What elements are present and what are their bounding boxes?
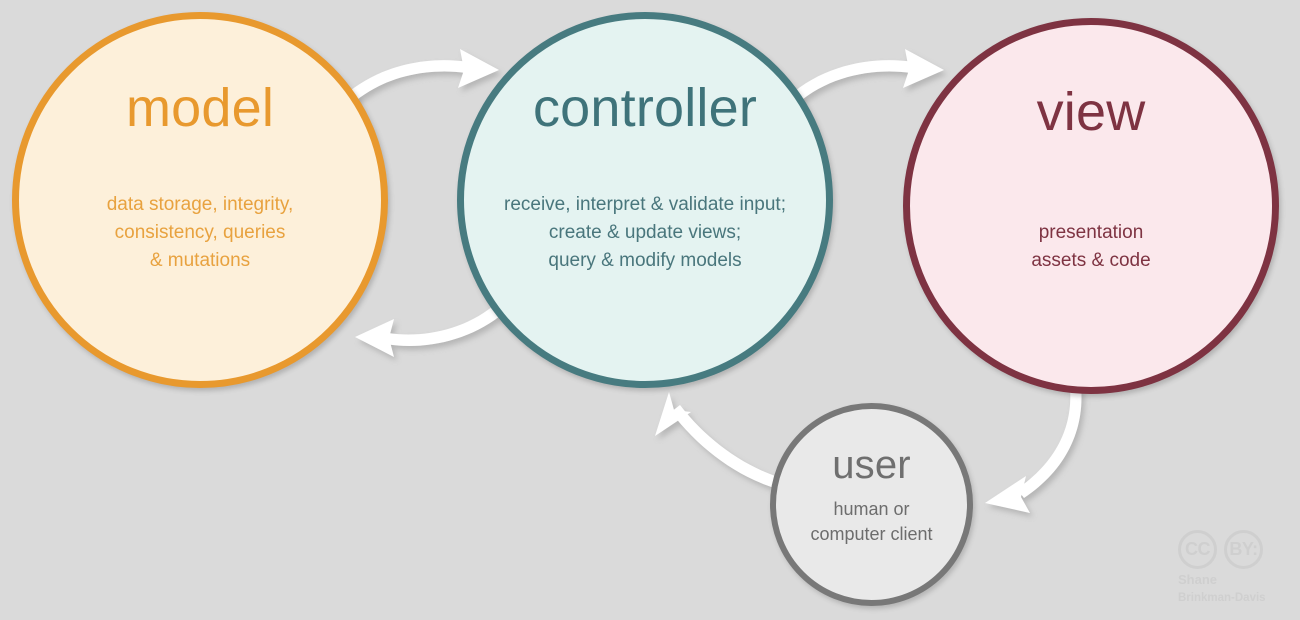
author-name-line2: Brinkman-Davis [1178, 592, 1266, 604]
node-model[interactable]: model data storage, integrity, consisten… [12, 12, 388, 388]
node-view[interactable]: view presentation assets & code [903, 18, 1279, 394]
arrow-user-to-controller [655, 392, 791, 492]
author-name-line1: Shane [1178, 572, 1218, 587]
node-user-title: user [832, 443, 911, 487]
arrow-controller-to-view [789, 49, 944, 104]
node-view-title: view [1036, 82, 1146, 142]
node-controller-title: controller [532, 78, 758, 138]
node-controller-body: receive, interpret & validate input; cre… [504, 194, 786, 271]
arrow-model-to-controller [344, 49, 499, 104]
cc-by-icon: BY: [1224, 530, 1263, 569]
arrow-view-to-user [985, 386, 1082, 513]
arrow-controller-to-model [355, 306, 500, 357]
node-view-body: presentation assets & code [1031, 222, 1151, 271]
node-model-body: data storage, integrity, consistency, qu… [106, 194, 294, 271]
node-user-body: human or computer client [810, 499, 933, 544]
node-controller[interactable]: controller receive, interpret & validate… [457, 12, 833, 388]
cc-icon: CC [1178, 530, 1217, 569]
creative-commons-attribution[interactable]: CC BY: Shane Brinkman-Davis [1178, 530, 1290, 608]
node-model-title: model [125, 78, 275, 138]
node-user[interactable]: user human or computer client [770, 403, 973, 606]
cc-license-icons: CC BY: [1178, 530, 1290, 569]
